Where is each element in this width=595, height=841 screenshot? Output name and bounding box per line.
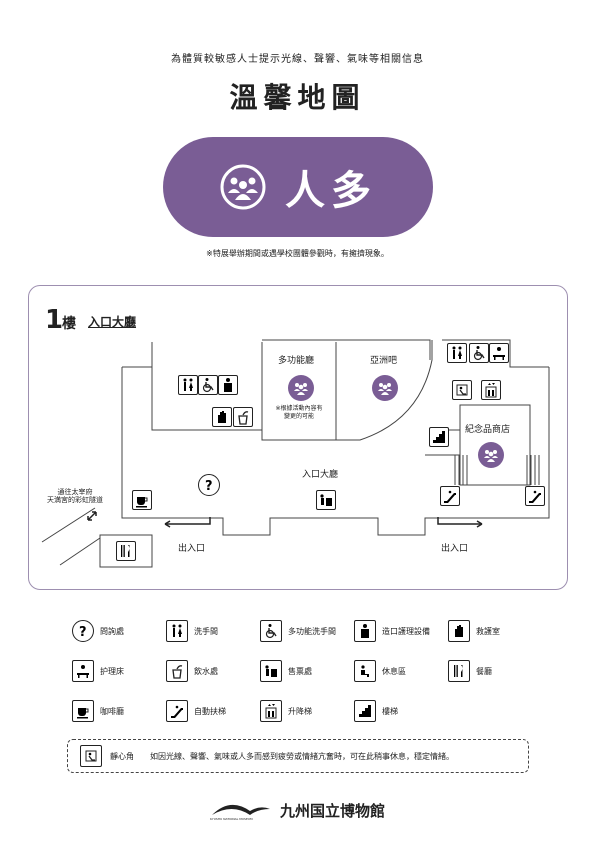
legend-item: 飲水處 bbox=[166, 660, 260, 682]
quiet-corner-text: 如因光線、聲響、氣味或人多而感到疲勞或情緒亢奮時，可在此稍事休息，穩定情緒。 bbox=[150, 751, 454, 761]
legend-label: 护理床 bbox=[100, 666, 124, 676]
quiet-corner-box: 靜心角 如因光線、聲響、氣味或人多而感到疲勞或情緒亢奮時，可在此稍事休息，穩定情… bbox=[67, 739, 529, 773]
legend-label: 咖啡廳 bbox=[100, 706, 124, 716]
stairs-icon bbox=[429, 427, 449, 447]
legend-label: 升降梯 bbox=[288, 706, 312, 716]
page-subtitle: 為體質較敏感人士提示光線、聲響、氣味等相關信息 bbox=[171, 54, 424, 65]
restroom-icon bbox=[166, 620, 188, 642]
museum-logo-icon bbox=[212, 804, 270, 815]
footer-museum-name: 九州国立博物館 bbox=[280, 802, 386, 820]
ostomy-icon bbox=[354, 620, 376, 642]
ticket-icon bbox=[316, 490, 336, 510]
banner-label: 人多 bbox=[285, 168, 377, 214]
question-icon: ? bbox=[198, 474, 220, 496]
exit-right-label: 出入口 bbox=[441, 544, 469, 554]
crowd-banner: 人多 bbox=[163, 137, 433, 237]
first-aid-icon bbox=[212, 407, 232, 427]
footer-english-name: KYUSHU NATIONAL MUSEUM bbox=[210, 816, 253, 821]
legend-label: 自動扶梯 bbox=[194, 706, 226, 716]
legend-item: 造口護理設備 bbox=[354, 620, 448, 642]
legend-label: 問詢處 bbox=[100, 626, 124, 636]
floor-map bbox=[28, 285, 568, 590]
escalator-icon bbox=[440, 486, 460, 506]
multi-hall-note: ※根據活動內容有 變更的可能 bbox=[275, 405, 323, 420]
elevator-icon bbox=[481, 380, 501, 400]
legend-label: 餐廳 bbox=[476, 666, 492, 676]
legend-item: 护理床 bbox=[72, 660, 166, 682]
legend-item: 自動扶梯 bbox=[166, 700, 260, 722]
restroom-icon bbox=[447, 343, 467, 363]
care-bed-icon bbox=[489, 343, 509, 363]
page-title: 溫馨地圖 bbox=[229, 81, 366, 114]
first-aid-icon bbox=[448, 620, 470, 642]
legend-label: 飲水處 bbox=[194, 666, 218, 676]
restroom-icon bbox=[178, 375, 198, 395]
floor-area-name: 入口大廳 bbox=[88, 315, 137, 329]
restaurant-icon bbox=[448, 660, 470, 682]
legend-label: 救護室 bbox=[476, 626, 500, 636]
legend-item: 咖啡廳 bbox=[72, 700, 166, 722]
water-icon bbox=[166, 660, 188, 682]
legend-item: 餐廳 bbox=[448, 660, 542, 682]
legend-item: 升降梯 bbox=[260, 700, 354, 722]
coffee-icon bbox=[72, 700, 94, 722]
legend-item: 售票處 bbox=[260, 660, 354, 682]
escalator-icon bbox=[525, 486, 545, 506]
legend-item: 洗手間 bbox=[166, 620, 260, 642]
elevator-icon bbox=[260, 700, 282, 722]
water-icon bbox=[233, 407, 253, 427]
legend-label: 洗手間 bbox=[194, 626, 218, 636]
legend-item: ? 問詢處 bbox=[72, 620, 166, 642]
tunnel-note: 通往太宰府 天満宮的彩虹隧道 bbox=[47, 488, 103, 504]
legend-label: 造口護理設備 bbox=[382, 626, 430, 636]
question-icon: ? bbox=[72, 620, 94, 642]
quiet-corner-label: 靜心角 bbox=[110, 751, 134, 761]
legend-item: 多功能洗手間 bbox=[260, 620, 354, 642]
wheelchair-icon bbox=[469, 343, 489, 363]
crowd-icon bbox=[372, 375, 398, 401]
coffee-icon bbox=[132, 490, 152, 510]
ticket-icon bbox=[260, 660, 282, 682]
legend-label: 休息區 bbox=[382, 666, 406, 676]
footer-logo: KYUSHU NATIONAL MUSEUM 九州国立博物館 bbox=[210, 800, 385, 821]
quiet-corner-icon bbox=[452, 380, 472, 400]
legend-item: 休息區 bbox=[354, 660, 448, 682]
legend-item: 救護室 bbox=[448, 620, 542, 642]
wheelchair-icon bbox=[198, 375, 218, 395]
escalator-icon bbox=[166, 700, 188, 722]
exit-left-label: 出入口 bbox=[178, 544, 206, 554]
svg-text:?: ? bbox=[205, 479, 213, 493]
legend-label: 售票處 bbox=[288, 666, 312, 676]
room-multi-hall: 多功能廳 bbox=[278, 356, 315, 366]
care-bed-icon bbox=[72, 660, 94, 682]
ostomy-icon bbox=[218, 375, 238, 395]
floor-word: 樓 bbox=[62, 316, 76, 332]
legend-item: 樓梯 bbox=[354, 700, 448, 722]
crowd-icon bbox=[220, 164, 266, 210]
restaurant-icon bbox=[116, 541, 136, 561]
crowd-note: ※特展舉辦期間或遇學校團體參觀時，有擁擠現象。 bbox=[206, 249, 389, 258]
legend-label: 樓梯 bbox=[382, 706, 398, 716]
stairs-icon bbox=[354, 700, 376, 722]
quiet-corner-icon bbox=[80, 745, 102, 767]
crowd-icon bbox=[288, 375, 314, 401]
room-lobby: 入口大廳 bbox=[302, 470, 339, 480]
room-souvenir: 紀念品商店 bbox=[465, 425, 511, 435]
floor-number: 1 bbox=[45, 305, 64, 335]
legend: ? 問詢處 洗手間 多功能洗手間 造口護理設備 救護室护理床 飲水處 售票處 休息區 餐廳咖啡廳 自… bbox=[72, 620, 542, 722]
room-asia-bar: 亞洲吧 bbox=[370, 356, 398, 366]
wheelchair-icon bbox=[260, 620, 282, 642]
legend-label: 多功能洗手間 bbox=[288, 626, 336, 636]
rest-icon bbox=[354, 660, 376, 682]
svg-text:?: ? bbox=[79, 625, 87, 639]
crowd-icon bbox=[478, 442, 504, 468]
